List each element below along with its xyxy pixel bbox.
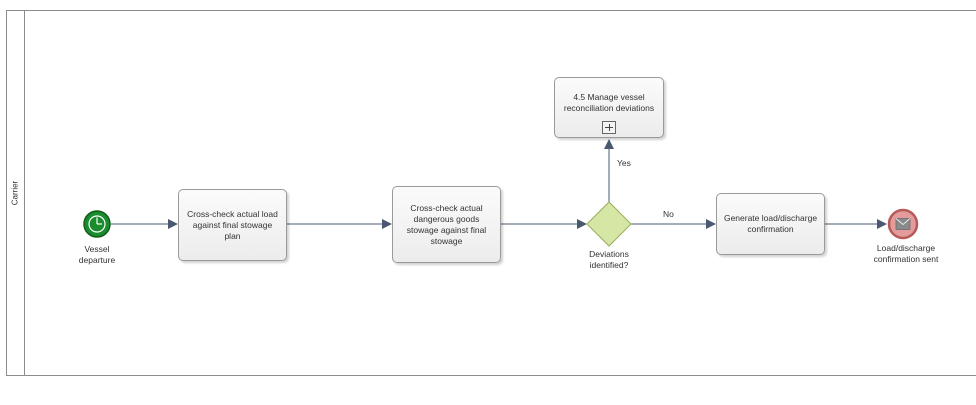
start-event-label-line1: Vessel [84,244,110,254]
task-crosscheck-dg-label: Cross-check actual dangerous goods stowa… [406,202,487,246]
task-crosscheck-load[interactable]: Cross-check actual load against final st… [178,189,287,261]
pool-frame [6,10,976,376]
end-event-label-line1: Load/discharge [876,243,936,253]
end-event-label-line2: confirmation sent [873,254,939,264]
end-event [887,208,919,240]
start-event-label: Vessel departure [70,244,124,266]
task-generate-confirmation-label: Generate load/discharge confirmation [723,213,818,234]
flow-label-yes: Yes [617,158,631,168]
start-event [83,210,111,238]
task-crosscheck-dangerous-goods[interactable]: Cross-check actual dangerous goods stowa… [392,186,501,263]
task-generate-confirmation[interactable]: Generate load/discharge confirmation [716,193,825,255]
lane-header [6,10,25,376]
gateway-label: Deviations identified? [578,249,640,271]
gateway-label-line1: Deviations [589,249,629,259]
start-event-label-line2: departure [78,255,116,265]
exclusive-gateway [586,201,632,247]
flow-label-no: No [663,209,674,219]
subprocess-manage-deviations[interactable]: 4.5 Manage vessel reconciliation deviati… [554,77,664,138]
end-event-label: Load/discharge confirmation sent [864,243,948,265]
subprocess-label: 4.5 Manage vessel reconciliation deviati… [563,91,655,113]
gateway-label-line2: identified? [589,260,629,270]
collapsed-subprocess-plus-icon [602,121,616,134]
task-crosscheck-load-label: Cross-check actual load against final st… [187,208,278,241]
